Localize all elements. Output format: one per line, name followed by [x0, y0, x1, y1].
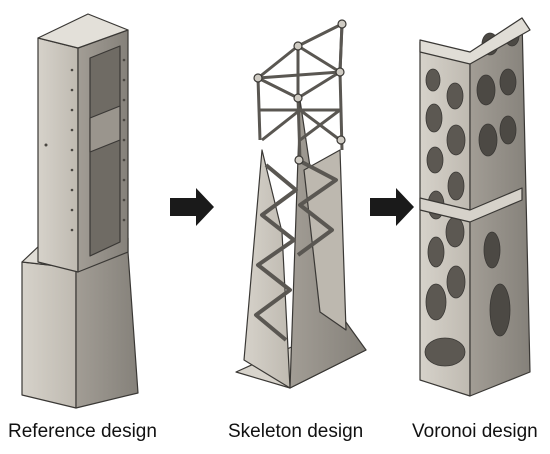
arrow-right-icon [170, 188, 214, 226]
skeleton-design-caption: Skeleton design [228, 421, 364, 442]
reference-design-model [21, 13, 139, 409]
reference-design-caption: Reference design [8, 421, 157, 442]
voronoi-design-model [419, 17, 531, 397]
voronoi-design-caption: Voronoi design [412, 421, 538, 442]
skeleton-design-model [235, 19, 367, 389]
arrow-right-icon [370, 188, 414, 226]
